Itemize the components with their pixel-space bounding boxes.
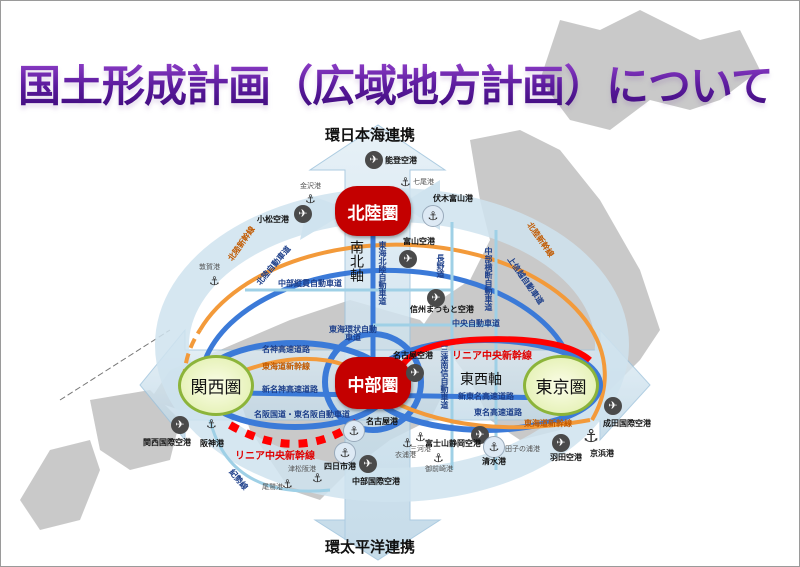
airport-nagoya: 名古屋空港 [393, 351, 433, 360]
page-title: 国土形成計画（広域地方計画）について [18, 52, 774, 114]
airport-narita: 成田国際空港 [603, 419, 651, 428]
anchor-icon: ⚓ [400, 175, 411, 189]
anchor-icon: ⚓ [334, 442, 356, 464]
airport-shizuoka: 富士山静岡空港 [425, 439, 481, 448]
tokaido-shinkansen-east [399, 403, 591, 430]
port-tsu-matsusaka: 津松阪港 [288, 465, 316, 473]
port-nanao: 七尾港 [413, 178, 434, 186]
route-chuo: 中央自動車道 [452, 319, 500, 328]
port-nagoya: 名古屋港 [366, 417, 398, 426]
east-west-axis-label: 東西軸 [460, 372, 502, 388]
kisei-line [208, 419, 331, 493]
port-omaezaki: 御前崎港 [425, 465, 453, 473]
expressway-ring [202, 267, 578, 381]
port-fushiki-toyama: 伏木富山港 [433, 194, 473, 203]
airplane-icon: ✈ [294, 205, 312, 223]
anchor-icon: ⚓ [583, 426, 600, 447]
anchor-icon: ⚓ [312, 471, 323, 485]
anchor-icon: ⚓ [433, 451, 444, 465]
north-south-axis-label: 南北軸 [348, 240, 364, 282]
airplane-icon: ✈ [406, 364, 424, 382]
anchor-icon: ⚓ [282, 477, 293, 491]
port-tsuruga: 敦賀港 [199, 263, 220, 271]
anchor-icon: ⚓ [483, 436, 505, 458]
airplane-icon: ✈ [365, 151, 383, 169]
port-shimizu: 清水港 [482, 457, 506, 466]
airport-kansai: 関西国際空港 [143, 438, 191, 447]
anchor-icon: ⚓ [415, 430, 426, 444]
linear-shinkansen-east [397, 336, 592, 372]
airport-toyama: 富山空港 [403, 237, 435, 246]
route-san-en-nanshin: 三遠南信自動車道 [440, 345, 449, 409]
anchor-icon: ⚓ [343, 420, 365, 442]
anchor-icon: ⚓ [422, 205, 444, 227]
port-owase: 尾鷲港 [262, 483, 283, 491]
north-south-axis-band [308, 124, 447, 561]
anchor-icon: ⚓ [206, 417, 217, 431]
airplane-icon: ✈ [604, 397, 622, 415]
route-nagano: 長野道 [436, 254, 445, 278]
port-kanazawa: 金沢港 [300, 182, 321, 190]
port-kinuura: 衣浦港 [395, 451, 416, 459]
north-link-label: 環日本海連携 [325, 126, 416, 144]
route-chubu-odan: 中部横断自動車道 [484, 247, 493, 311]
anchor-icon: ⚓ [305, 192, 316, 206]
port-tagonoura: 田子の浦港 [505, 445, 540, 453]
route-linear-east: リニア中央新幹線 [452, 351, 532, 362]
route-tokaido-shinkansen-east: 東海道新幹線 [524, 419, 572, 428]
hub-tokyo: 東京圏 [523, 355, 599, 416]
anchor-icon: ⚓ [209, 274, 220, 288]
airport-noto: 能登空港 [385, 156, 417, 165]
route-tokai-hokuriku: 東海北陸自動車道 [378, 241, 387, 305]
sea-boundary-line [59, 329, 171, 401]
airplane-icon: ✈ [171, 416, 189, 434]
airport-komatsu: 小松空港 [257, 215, 289, 224]
route-chubu-jukan: 中部縦貫自動車道 [278, 279, 342, 288]
port-keihin: 京浜港 [590, 449, 614, 458]
airplane-icon: ✈ [427, 289, 445, 307]
airplane-icon: ✈ [399, 250, 417, 268]
airplane-icon: ✈ [552, 434, 570, 452]
route-tomei: 東名高速道路 [474, 408, 522, 417]
tokaido-shinkansen-west [239, 356, 346, 374]
tokai-kanjo-ring [322, 331, 424, 433]
anchor-icon: ⚓ [402, 436, 413, 450]
port-mikawa: 三河港 [410, 445, 431, 453]
route-shin-meishin: 新名神高速道路 [262, 385, 318, 394]
route-tokaido-shinkansen-west: 東海道新幹線 [262, 362, 310, 371]
airplane-icon: ✈ [359, 455, 377, 473]
airport-haneda: 羽田空港 [550, 453, 582, 462]
hub-kansai: 関西圏 [178, 355, 254, 416]
route-shin-tomei: 新東名高速道路 [458, 392, 514, 401]
route-tokai-kanjo: 東海環状自動車道 [329, 325, 377, 342]
hub-hokuriku: 北陸圏 [335, 186, 411, 236]
hub-chubu: 中部圏 [335, 357, 411, 409]
title-shadow: 国土形成計画（広域地方計画）について [18, 56, 774, 118]
route-linear-west: リニア中央新幹線 [235, 451, 315, 462]
port-yokkaichi: 四日市港 [324, 462, 356, 471]
route-meishin: 名神高速道路 [262, 345, 310, 354]
port-hanshin: 阪神港 [200, 439, 224, 448]
airport-matsumoto: 信州まつもと空港 [410, 305, 474, 314]
south-link-label: 環太平洋連携 [325, 538, 416, 556]
hokuriku-shinkansen-line [198, 242, 607, 422]
route-meihan: 名阪国道・東名阪自動車道 [254, 410, 350, 419]
airport-centrair: 中部国際空港 [352, 477, 400, 486]
